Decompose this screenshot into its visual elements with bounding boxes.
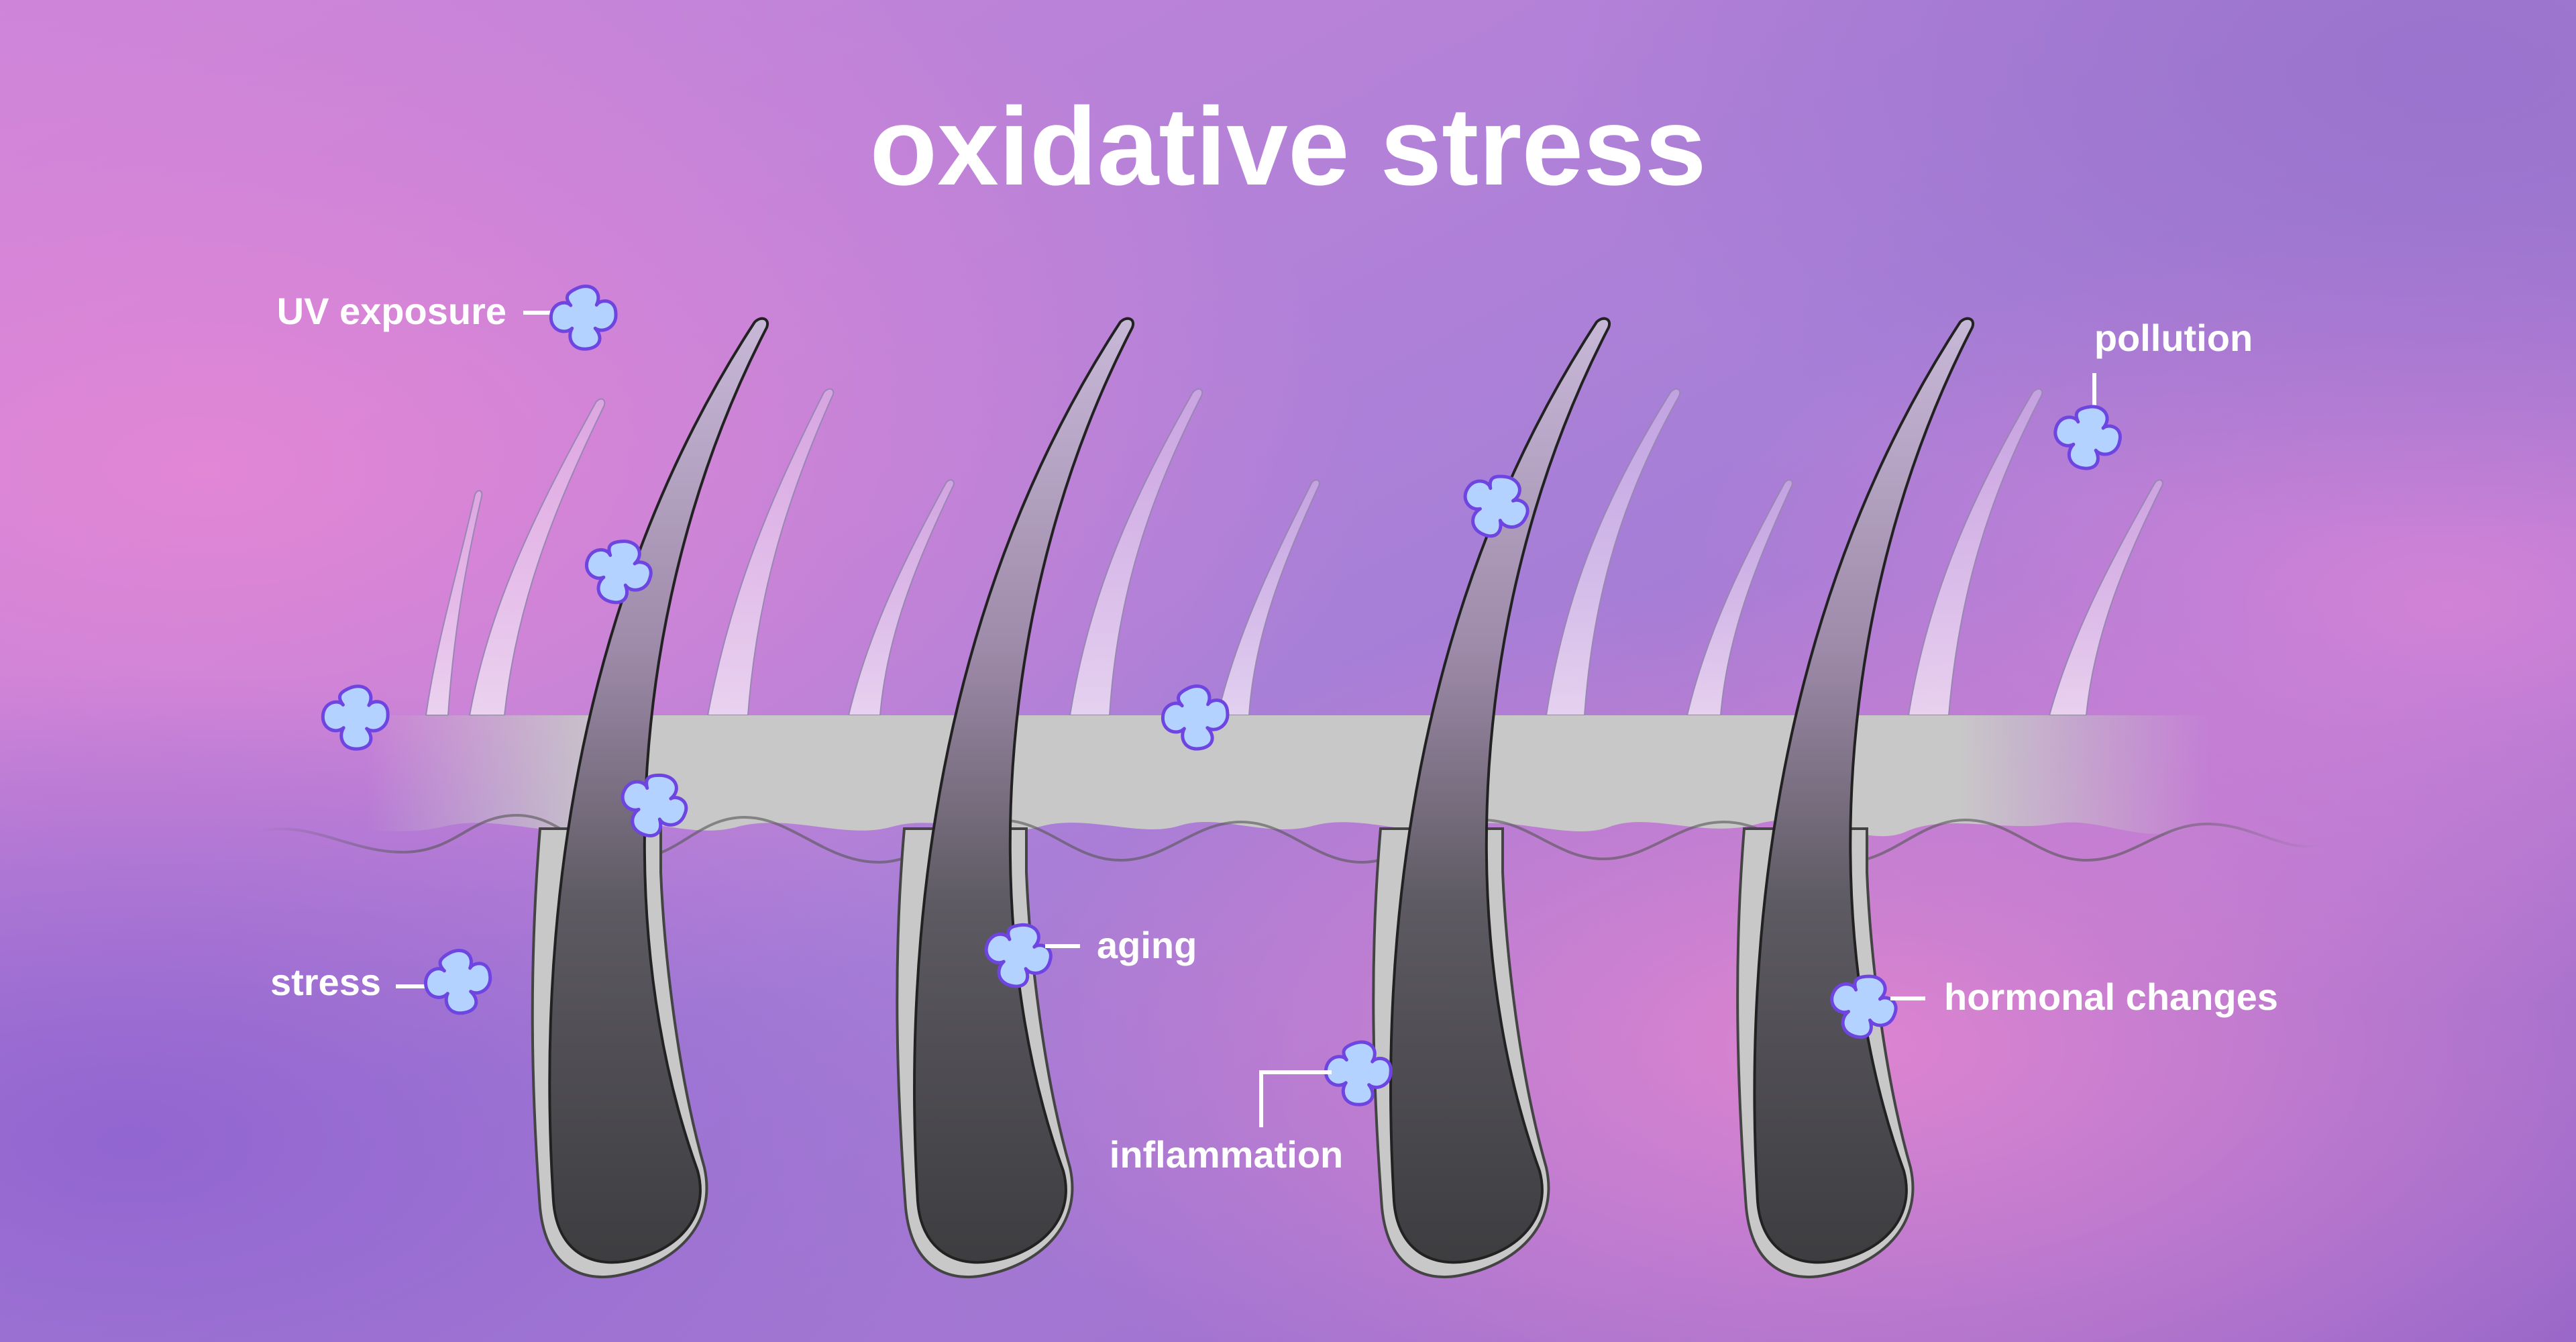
label-group-uv-exposure: UV exposure [277, 282, 621, 354]
label-group-inflammation: inflammation [1110, 1039, 1394, 1176]
label-group-stress: stress [270, 943, 498, 1021]
page-title: oxidative stress [869, 85, 1706, 208]
background-hair [425, 490, 483, 716]
background-hairs [425, 388, 2163, 716]
label-group-aging: aging [981, 920, 1197, 990]
label-group-pollution: pollution [2052, 317, 2253, 471]
leader-line [1259, 1070, 1332, 1127]
uv-exposure-label: UV exposure [277, 290, 506, 332]
skin-band [241, 715, 2334, 839]
aging-label: aging [1097, 924, 1197, 966]
background-hair [1686, 479, 1793, 716]
hair-strand [1753, 317, 1975, 1264]
background-hair [2048, 479, 2163, 716]
background-hair [1545, 388, 1681, 716]
background-hair [468, 398, 606, 716]
background-hair [706, 388, 835, 716]
background-hair [1216, 479, 1320, 716]
inflammation-label: inflammation [1110, 1133, 1343, 1176]
hair-strand [548, 317, 769, 1264]
background-hair [847, 479, 955, 716]
hair-follicles [531, 317, 1975, 1279]
hair-strand [1389, 317, 1611, 1264]
hormonal-changes-label: hormonal changes [1944, 976, 2278, 1018]
label-group-hormonal-changes: hormonal changes [1825, 969, 2278, 1043]
stress-label: stress [270, 961, 381, 1003]
pollution-label: pollution [2094, 317, 2253, 359]
background-hair [1069, 388, 1203, 716]
hair-strand [913, 317, 1135, 1264]
background-hair [1907, 388, 2043, 716]
